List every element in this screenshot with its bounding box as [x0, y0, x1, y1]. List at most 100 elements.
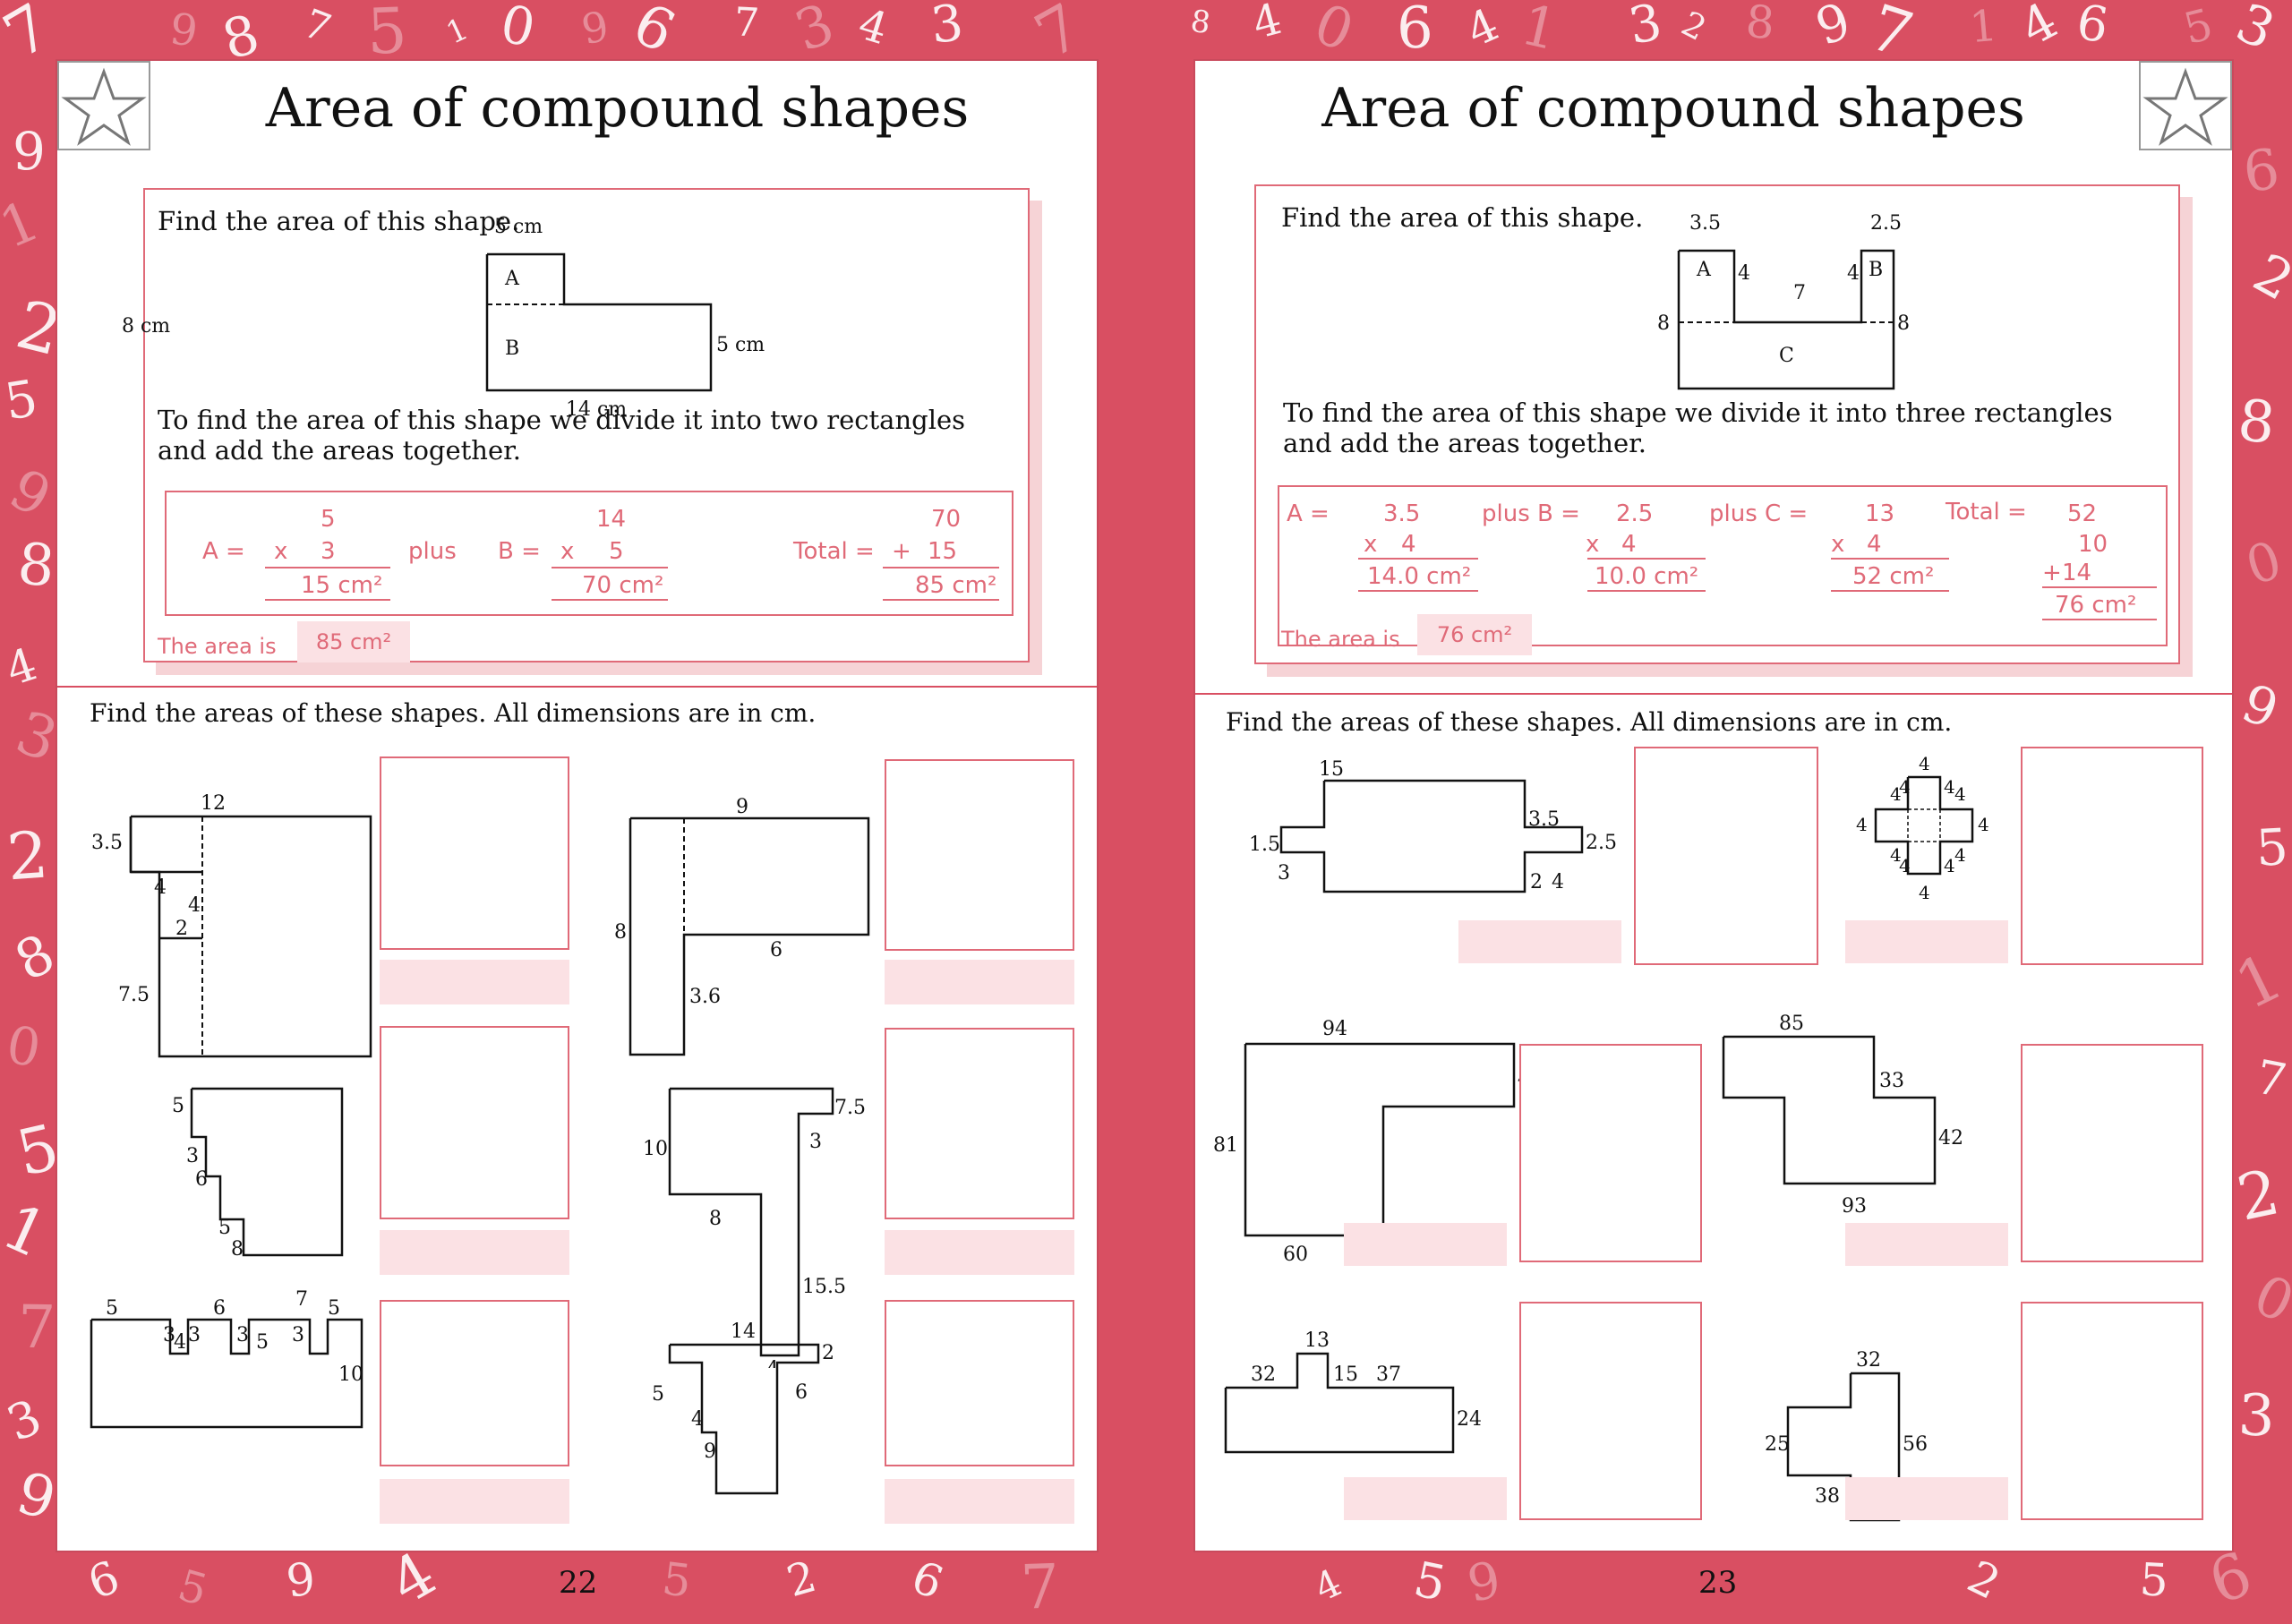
answer-field-r2[interactable] [1845, 920, 2008, 963]
svg-text:76 cm²: 76 cm² [2055, 592, 2136, 619]
svg-text:9: 9 [704, 1440, 716, 1463]
answer-field-r3[interactable] [1344, 1223, 1507, 1266]
svg-text:4: 4 [1954, 844, 1966, 866]
svg-text:+: + [892, 538, 911, 565]
answer-field-6[interactable] [885, 1479, 1074, 1524]
svg-text:6: 6 [213, 1297, 226, 1320]
answer-field-3[interactable] [380, 1230, 569, 1275]
svg-text:70 cm²: 70 cm² [582, 572, 663, 599]
background-digit: 6 [81, 1551, 127, 1610]
svg-text:4: 4 [188, 894, 201, 917]
answer-box-3[interactable] [380, 1026, 569, 1219]
svg-text:4: 4 [1899, 855, 1911, 876]
svg-text:9: 9 [736, 796, 748, 818]
svg-text:3.5: 3.5 [1528, 808, 1560, 831]
star-icon [2142, 67, 2228, 146]
svg-text:plus: plus [408, 538, 457, 565]
background-digit: 7 [17, 1292, 56, 1363]
svg-text:4: 4 [1944, 855, 1955, 876]
answer-box-r1[interactable] [1634, 747, 1818, 965]
svg-text:5: 5 [256, 1331, 269, 1354]
svg-text:24: 24 [1457, 1408, 1482, 1431]
svg-text:4: 4 [1919, 753, 1930, 774]
svg-text:4: 4 [154, 876, 167, 899]
answer-field-2[interactable] [885, 960, 1074, 1004]
background-digit: 6 [2073, 0, 2113, 55]
svg-text:70: 70 [931, 506, 961, 533]
svg-text:13: 13 [1304, 1329, 1330, 1352]
left-page: Area of compound shapes Find the area of… [56, 59, 1099, 1601]
svg-text:93: 93 [1842, 1195, 1867, 1218]
svg-text:52 cm²: 52 cm² [1852, 563, 1934, 590]
svg-text:10.0 cm²: 10.0 cm² [1595, 563, 1698, 590]
answer-box-5[interactable] [380, 1300, 569, 1466]
background-digit: 1 [0, 187, 48, 261]
answer-box-r5[interactable] [1519, 1302, 1702, 1520]
star-icon-box [2139, 61, 2232, 150]
answer-box-6[interactable] [885, 1300, 1074, 1466]
explanation-line2: and add the areas together. [158, 435, 522, 466]
svg-text:4: 4 [691, 1408, 704, 1431]
svg-text:5: 5 [652, 1383, 664, 1406]
answer-box-1[interactable] [380, 756, 569, 950]
background-digit: 7 [296, 0, 338, 53]
label-left: 8 cm [122, 315, 171, 338]
svg-text:4: 4 [1890, 844, 1902, 866]
svg-text:x: x [1831, 531, 1844, 558]
svg-text:14: 14 [596, 506, 626, 533]
answer-field-r1[interactable] [1458, 920, 1621, 963]
background-digit: 9 [1463, 1551, 1506, 1614]
answer-field-5[interactable] [380, 1479, 569, 1524]
svg-text:3: 3 [1278, 862, 1290, 885]
svg-text:B =: B = [498, 538, 541, 565]
background-digit: 0 [2238, 529, 2289, 597]
answer-box-2[interactable] [885, 759, 1074, 951]
svg-text:4: 4 [766, 1358, 779, 1368]
svg-text:15: 15 [928, 538, 957, 565]
answer-box-4[interactable] [885, 1028, 1074, 1219]
svg-text:4: 4 [1890, 783, 1902, 805]
svg-text:6: 6 [770, 939, 783, 962]
svg-text:15: 15 [1319, 758, 1344, 781]
svg-text:25: 25 [1765, 1433, 1790, 1456]
answer-box-r2[interactable] [2021, 747, 2203, 965]
svg-text:85: 85 [1779, 1013, 1804, 1035]
answer-box-r4[interactable] [2021, 1044, 2203, 1262]
answer-field-r5[interactable] [1344, 1477, 1507, 1520]
svg-text:7.5: 7.5 [834, 1097, 866, 1119]
svg-text:3: 3 [809, 1131, 822, 1153]
background-digit: 9 [10, 1459, 63, 1534]
svg-text:Total =: Total = [792, 538, 875, 565]
section-divider [1195, 693, 2232, 695]
shape-1: 12 3.5 4 4 2 7.5 [91, 792, 372, 1058]
svg-text:3.6: 3.6 [689, 986, 721, 1008]
svg-text:14: 14 [2062, 560, 2091, 586]
answer-field-1[interactable] [380, 960, 569, 1004]
background-digit: 2 [1675, 3, 1713, 49]
answer-field-r4[interactable] [1845, 1223, 2008, 1266]
svg-text:4: 4 [1552, 871, 1564, 893]
answer-box-r6[interactable] [2021, 1302, 2203, 1520]
svg-text:2.5: 2.5 [1870, 212, 1902, 235]
answer-field-r6[interactable] [1845, 1477, 2008, 1520]
shape-r4: 85 33 42 93 [1722, 1013, 1963, 1218]
background-digit: 9 [167, 4, 201, 57]
svg-text:1.5: 1.5 [1249, 833, 1280, 856]
answer-field-4[interactable] [885, 1230, 1074, 1275]
svg-text:2: 2 [175, 918, 188, 940]
svg-text:x: x [1586, 531, 1599, 558]
svg-text:3.5: 3.5 [1689, 212, 1721, 235]
background-digit: 6 [622, 0, 685, 67]
answer-box-r3[interactable] [1519, 1044, 1702, 1262]
background-digit: 6 [1396, 0, 1434, 63]
svg-text:5: 5 [172, 1095, 184, 1117]
svg-text:15.5: 15.5 [802, 1276, 846, 1298]
background-digit: 4 [378, 1538, 448, 1620]
svg-text:10: 10 [643, 1138, 668, 1160]
svg-text:2.5: 2.5 [1616, 500, 1653, 527]
background-digit: 7 [1019, 1551, 1061, 1624]
svg-text:5: 5 [321, 506, 336, 533]
answer-value: 76 cm² [1417, 614, 1532, 655]
label-a: A [504, 268, 520, 290]
svg-text:60: 60 [1283, 1244, 1308, 1266]
